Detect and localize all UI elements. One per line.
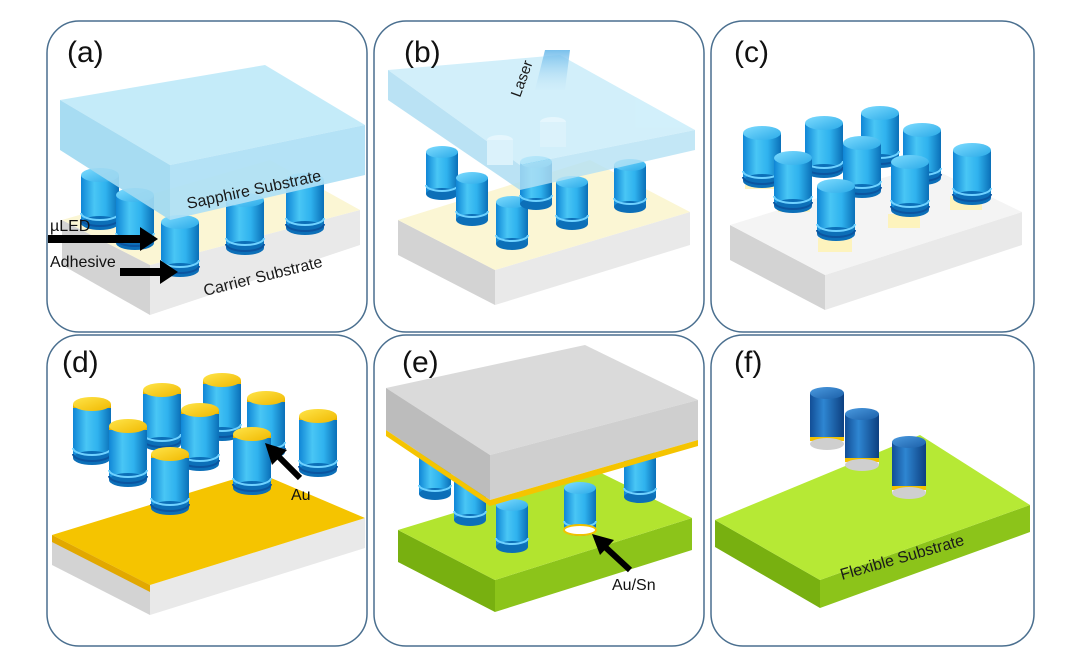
- laser-beam: [535, 50, 570, 90]
- uled-cylinder-gold-cap: [72, 396, 112, 466]
- au-label: Au: [291, 487, 311, 504]
- au-arrow: [265, 443, 303, 481]
- panel-a: (a) Sapphire Substrate Carrier Substrate…: [46, 20, 368, 333]
- carrier-substrate: [386, 345, 698, 506]
- sapphire-substrate: [388, 55, 695, 190]
- uled-cylinder: [890, 154, 930, 218]
- flexible-substrate: [398, 470, 692, 612]
- panel-b: (b) Laser: [373, 20, 705, 333]
- uled-cylinder-gold-cap: [150, 446, 190, 516]
- uled-cylinder: [952, 142, 992, 206]
- uled-cylinder-gold-cap: [298, 408, 338, 478]
- sapphire-substrate: [60, 65, 365, 220]
- uled-cylinder-gold-cap: [232, 426, 272, 496]
- uled-cylinder: [816, 178, 856, 242]
- uled-cylinder-transferred: [845, 408, 879, 471]
- panel-c: (c): [710, 20, 1035, 333]
- uled-cylinder: [495, 498, 529, 554]
- panel-a-tag: (a): [67, 36, 104, 69]
- panel-f-tag: (f): [734, 346, 762, 379]
- panel-e-tag: (e): [402, 346, 439, 379]
- ausn-label: Au/Sn: [612, 577, 656, 594]
- panel-e: (e) Au/Sn: [373, 334, 705, 647]
- carrier-substrate: [730, 165, 1022, 310]
- uled-cylinder: [773, 150, 813, 214]
- uled-label: µLED: [50, 218, 90, 235]
- flexible-substrate: [715, 435, 1030, 608]
- panel-b-tag: (b): [404, 36, 441, 69]
- uled-cylinder-gold-cap: [142, 382, 182, 452]
- ausn-bond: [563, 524, 597, 536]
- uled-cylinder-transferred: [810, 387, 844, 450]
- uled-arrow: [48, 227, 158, 251]
- carrier-substrate: [52, 472, 365, 615]
- uled-cylinder: [455, 171, 489, 227]
- uled-cylinder-gold-cap: [108, 418, 148, 488]
- panel-d-tag: (d): [62, 346, 99, 379]
- ausn-arrow: [592, 534, 633, 573]
- adhesive-arrow: [120, 260, 178, 284]
- adhesive-label: Adhesive: [50, 254, 116, 271]
- uled-cylinder: [555, 175, 589, 231]
- uled-cylinder-transferred: [892, 436, 926, 499]
- panel-c-tag: (c): [734, 36, 769, 69]
- uled-cylinder: [425, 145, 459, 201]
- panel-f: (f) Flexible Substrate: [710, 334, 1035, 647]
- panel-d: (d) Au: [46, 334, 368, 647]
